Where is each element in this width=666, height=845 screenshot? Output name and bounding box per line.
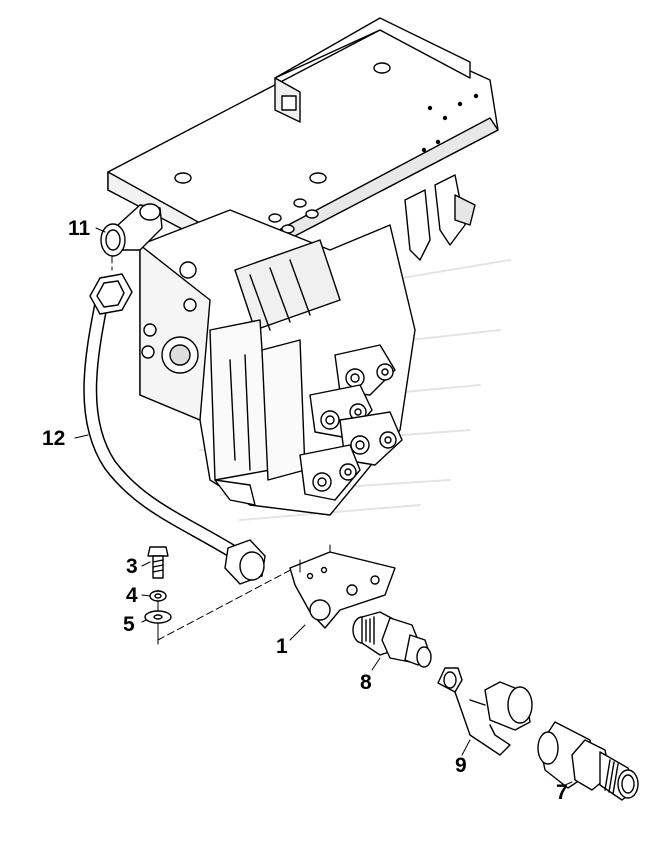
bracket-1 <box>289 551 396 629</box>
hydraulic-hose <box>83 273 266 585</box>
callout-4: 4 <box>126 584 138 607</box>
dust-cap-9 <box>437 667 533 756</box>
elbow-fitting <box>100 203 163 257</box>
valve-block <box>139 209 416 516</box>
callout-12: 12 <box>42 427 66 450</box>
washer-5 <box>144 610 172 624</box>
coupler-7 <box>537 721 639 801</box>
callout-1: 1 <box>276 635 288 658</box>
assembly-dashed-lines <box>111 255 301 641</box>
callout-5: 5 <box>123 613 135 636</box>
right-brackets <box>404 174 476 261</box>
bolt-3 <box>147 546 169 579</box>
solenoid-coils <box>299 344 403 501</box>
coupler-8 <box>352 611 432 668</box>
callout-9: 9 <box>455 754 467 777</box>
callout-8: 8 <box>360 671 372 694</box>
washer-4 <box>149 590 167 602</box>
callout-3: 3 <box>126 555 138 578</box>
leader-lines <box>74 227 573 786</box>
callout-11: 11 <box>68 217 91 240</box>
callout-7: 7 <box>556 781 568 804</box>
